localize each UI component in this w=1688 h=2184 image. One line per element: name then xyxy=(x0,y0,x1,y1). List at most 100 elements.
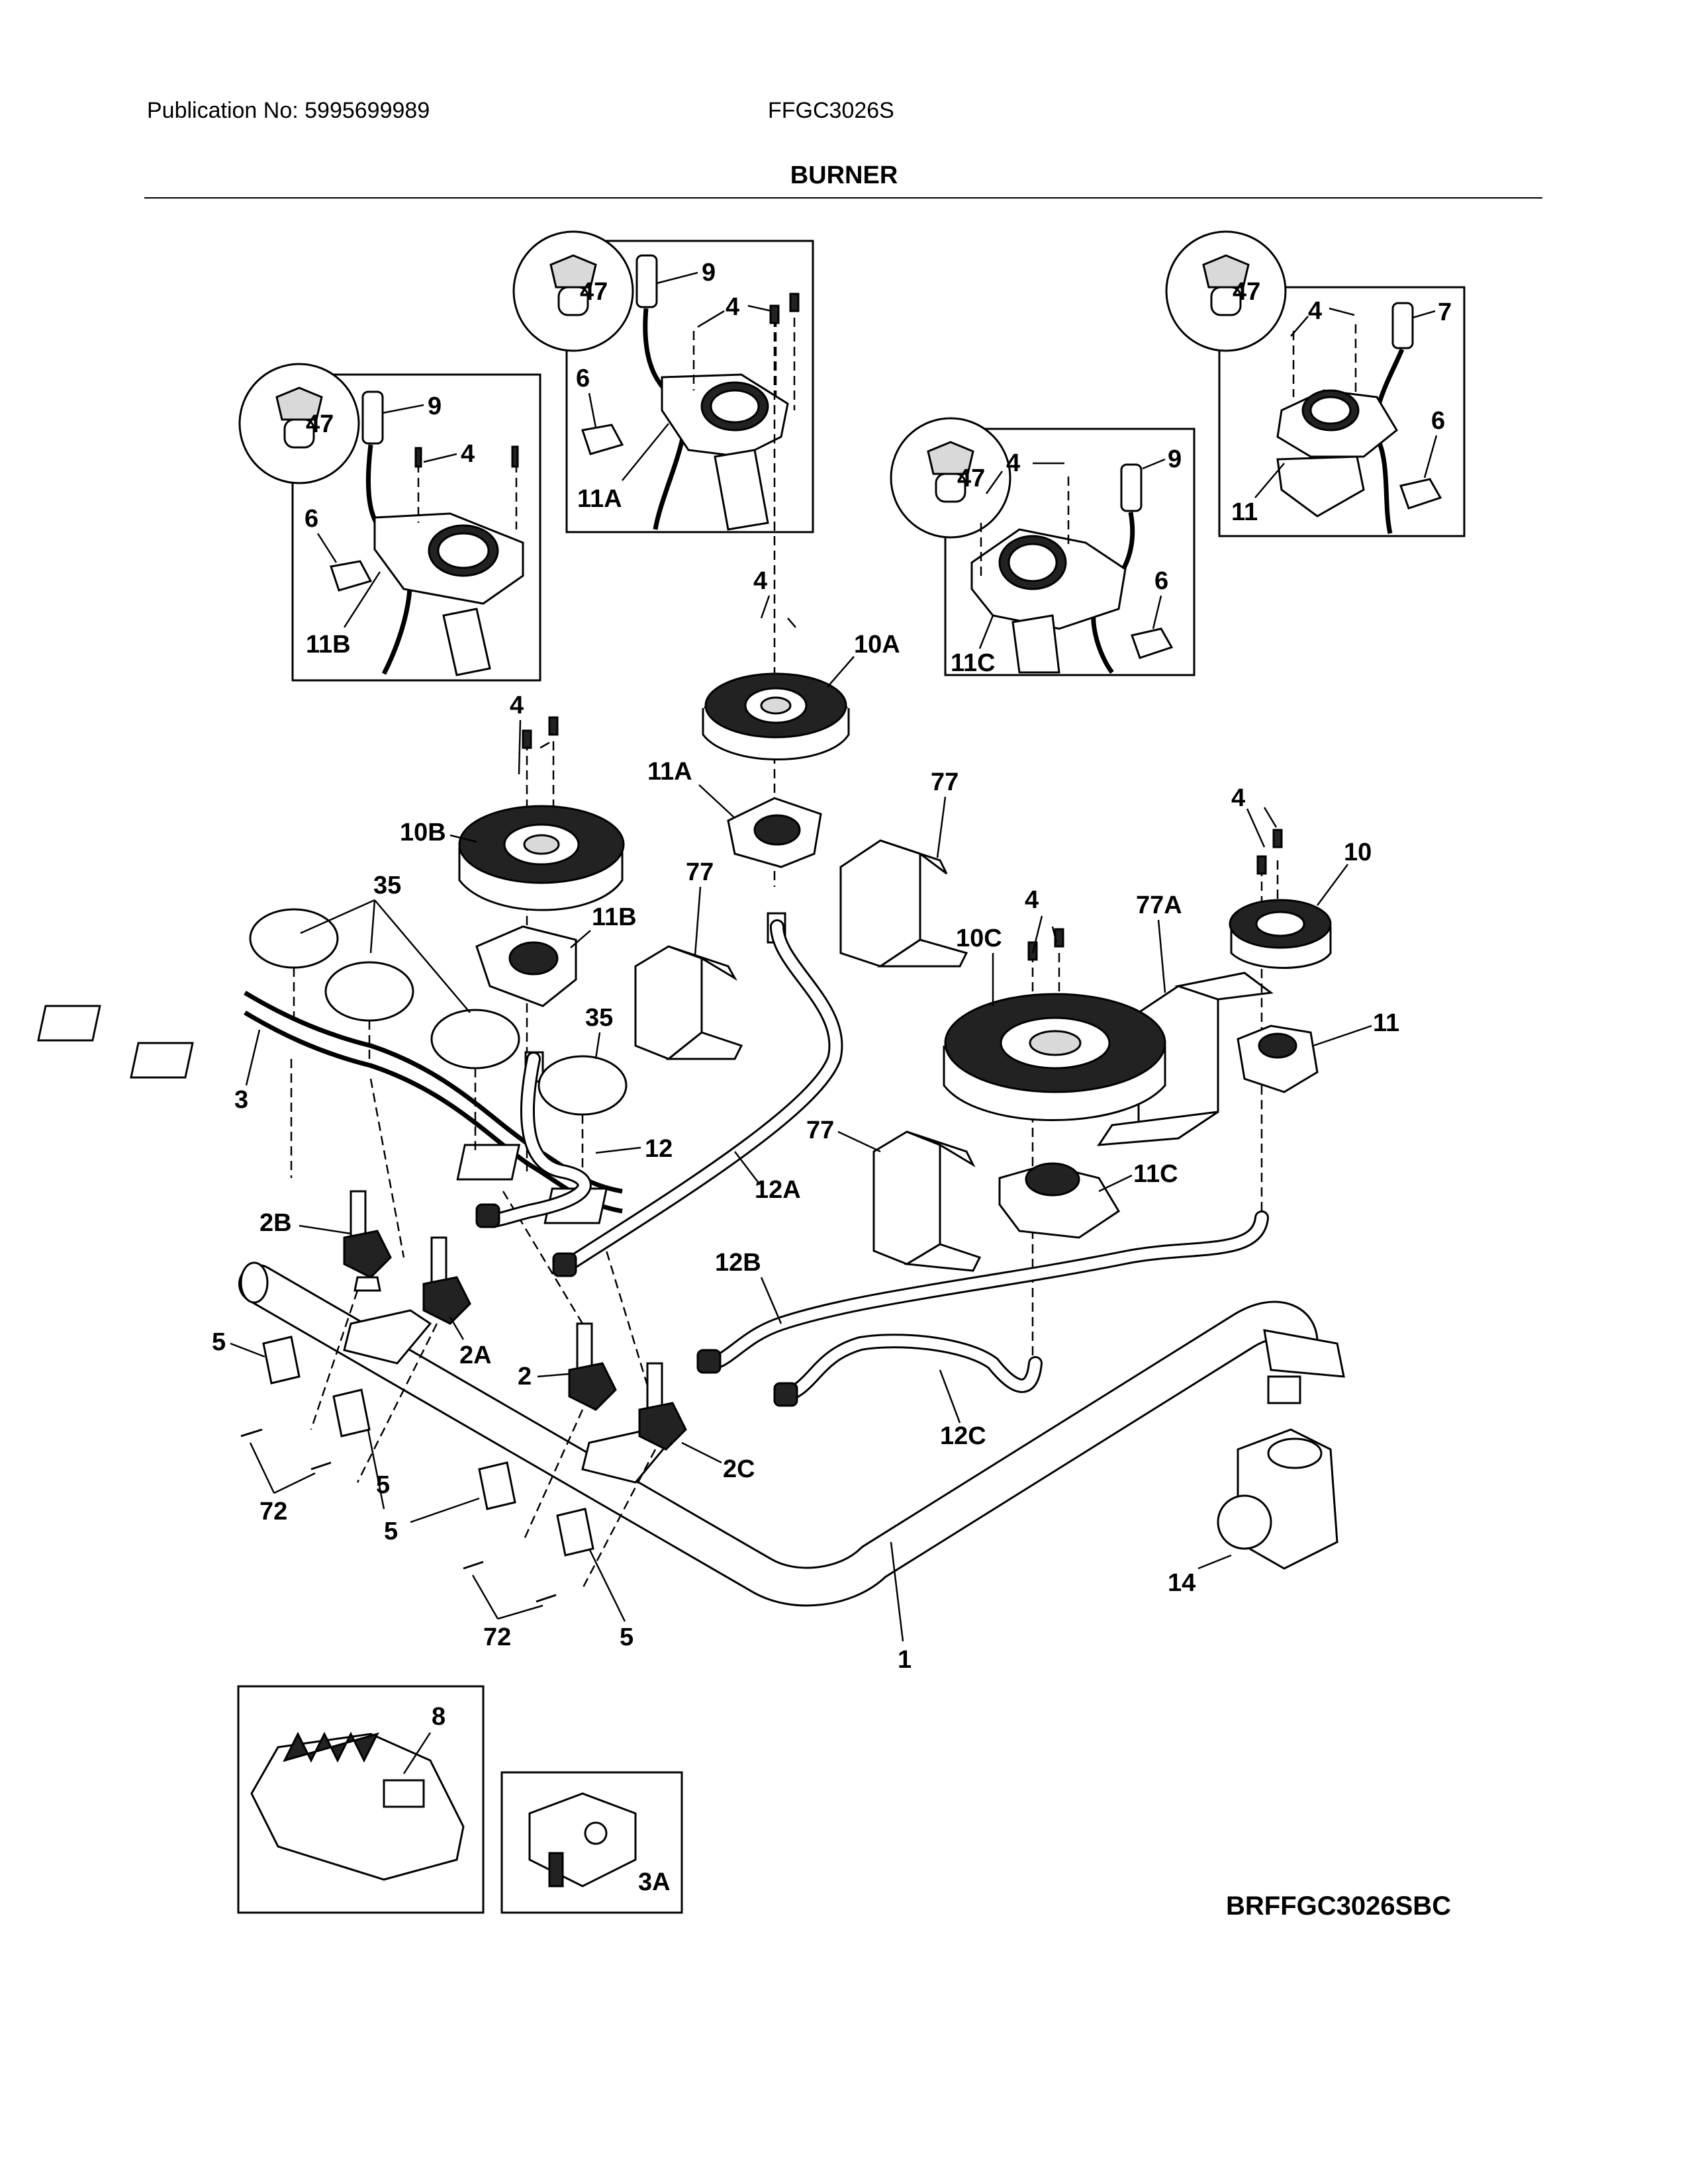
callout-7: 7 xyxy=(1438,298,1452,326)
callout-77-c: 77 xyxy=(806,1116,834,1144)
callout-4-e: 4 xyxy=(753,567,767,595)
screw-72-3 xyxy=(463,1561,484,1570)
pad-35-4 xyxy=(538,1055,628,1116)
callout-2a: 2A xyxy=(459,1342,492,1369)
callout-4-c: 4 xyxy=(1006,449,1020,477)
tube-12b xyxy=(701,1210,1269,1371)
regulator-fitting xyxy=(1267,1375,1301,1404)
callout-72-b: 72 xyxy=(483,1623,511,1651)
callout-35-a: 35 xyxy=(373,872,401,899)
callout-47-c: 47 xyxy=(957,465,985,492)
header-divider xyxy=(144,197,1542,199)
inset-11a: 47 9 4 6 11A xyxy=(512,230,814,533)
clip-6-a-icon xyxy=(330,560,373,592)
electrode-9-b-icon xyxy=(635,254,658,308)
callout-8: 8 xyxy=(432,1703,445,1731)
part-3a-inset: 3A xyxy=(500,1771,683,1914)
valve-2-icon xyxy=(568,1322,617,1411)
electrode-9-c-icon xyxy=(1120,463,1143,512)
callout-10a: 10A xyxy=(854,631,900,659)
callout-4-d: 4 xyxy=(1308,297,1322,325)
nut-12 xyxy=(475,1203,500,1228)
callout-6-b: 6 xyxy=(576,365,590,392)
clip-5-3-icon xyxy=(478,1461,516,1510)
nut-12b xyxy=(696,1349,722,1374)
spark-cap-47-a-body xyxy=(283,418,315,449)
pad-35-2 xyxy=(324,961,414,1022)
clip-5-2-icon xyxy=(332,1388,371,1437)
callout-10: 10 xyxy=(1344,839,1372,866)
callout-6-c: 6 xyxy=(1154,567,1168,595)
burner-base-11-b-icon xyxy=(1237,1024,1319,1093)
valve-2a-icon xyxy=(422,1236,471,1325)
callout-12b: 12B xyxy=(715,1249,761,1277)
callout-9-b: 9 xyxy=(702,259,716,287)
callout-11a-a: 11A xyxy=(577,485,622,513)
spark-module-8-icon xyxy=(250,1733,465,1881)
burner-cap-10c-assembly: 4 10C 11C xyxy=(943,886,1178,1363)
callout-6-a: 6 xyxy=(305,505,318,533)
callout-47-d: 47 xyxy=(1233,278,1260,306)
callout-11b-a: 11B xyxy=(306,631,351,659)
screw-72-4 xyxy=(536,1594,557,1603)
callout-11c-a: 11C xyxy=(951,649,996,677)
inset-8-frame xyxy=(237,1685,485,1914)
bracket-77-b: 77 xyxy=(839,768,968,968)
diagram-code: BRFFGC3026SBC xyxy=(1226,1891,1452,1921)
switch-harness-3: 35 35 3 xyxy=(37,872,650,1390)
callout-47-b: 47 xyxy=(580,278,608,306)
inset-11: 47 4 7 6 11 xyxy=(1165,230,1466,537)
spark-cap-47-c-icon xyxy=(927,441,974,475)
valve-2b-icon xyxy=(343,1190,392,1292)
callout-2b: 2B xyxy=(259,1209,292,1237)
page-title: BURNER xyxy=(790,161,898,189)
inset-11a-frame xyxy=(565,240,814,533)
callout-12a: 12A xyxy=(755,1176,801,1204)
switch-3 xyxy=(456,1144,521,1181)
pressure-regulator-14: 14 xyxy=(1168,1428,1338,1597)
inset-11c-frame xyxy=(944,428,1196,676)
clip-6-d-icon xyxy=(1399,478,1442,510)
screw-72-1 xyxy=(240,1428,263,1437)
callout-5-b: 5 xyxy=(376,1471,390,1499)
spark-module-inset: 8 xyxy=(237,1685,485,1914)
callout-9-c: 9 xyxy=(1168,445,1182,473)
spark-cap-47-d-icon xyxy=(1202,254,1250,289)
gas-valves: 2B 2A 2 2C xyxy=(259,1190,755,1589)
callout-72-a: 72 xyxy=(259,1498,287,1525)
callout-14: 14 xyxy=(1168,1569,1196,1597)
burner-cap-10-assembly: 4 10 11 xyxy=(1229,784,1399,1211)
callout-5-a: 5 xyxy=(212,1328,226,1356)
spark-cap-47-a-icon xyxy=(275,387,323,421)
bracket-77a: 77A xyxy=(1097,891,1274,1146)
burner-tubes: 12 12A 12B 12C xyxy=(475,919,1269,1450)
callout-77a: 77A xyxy=(1136,891,1182,919)
callout-9-a: 9 xyxy=(428,392,442,420)
callout-4-b: 4 xyxy=(726,293,739,321)
callout-11b-b: 11B xyxy=(592,903,637,931)
clip-5-4-icon xyxy=(556,1508,594,1557)
switch-2 xyxy=(130,1042,194,1079)
callout-3a: 3A xyxy=(638,1868,671,1896)
callout-5-d: 5 xyxy=(620,1623,633,1651)
electrode-9-a-icon xyxy=(361,390,384,445)
pad-35-1 xyxy=(249,908,339,969)
callout-2c: 2C xyxy=(723,1455,755,1483)
callout-4-f: 4 xyxy=(510,692,524,719)
inset-11b-frame xyxy=(291,373,541,682)
model-number: FFGC3026S xyxy=(768,98,894,123)
callout-12c: 12C xyxy=(940,1422,986,1450)
callout-4-h: 4 xyxy=(1231,784,1245,812)
callout-6-d: 6 xyxy=(1431,407,1445,435)
screw-72-2 xyxy=(310,1461,332,1471)
callout-11a-b: 11A xyxy=(647,758,692,786)
callout-77-b: 77 xyxy=(931,768,959,796)
spark-cap-47-b-icon xyxy=(549,254,597,289)
publication-number: Publication No: 5995699989 xyxy=(147,98,430,123)
callout-10c: 10C xyxy=(956,925,1002,952)
inset-11b: 47 9 4 6 11B xyxy=(238,363,541,682)
switch-3a-icon xyxy=(528,1792,637,1888)
manifold-bracket xyxy=(1263,1329,1345,1378)
electrode-7-icon xyxy=(1391,302,1414,349)
